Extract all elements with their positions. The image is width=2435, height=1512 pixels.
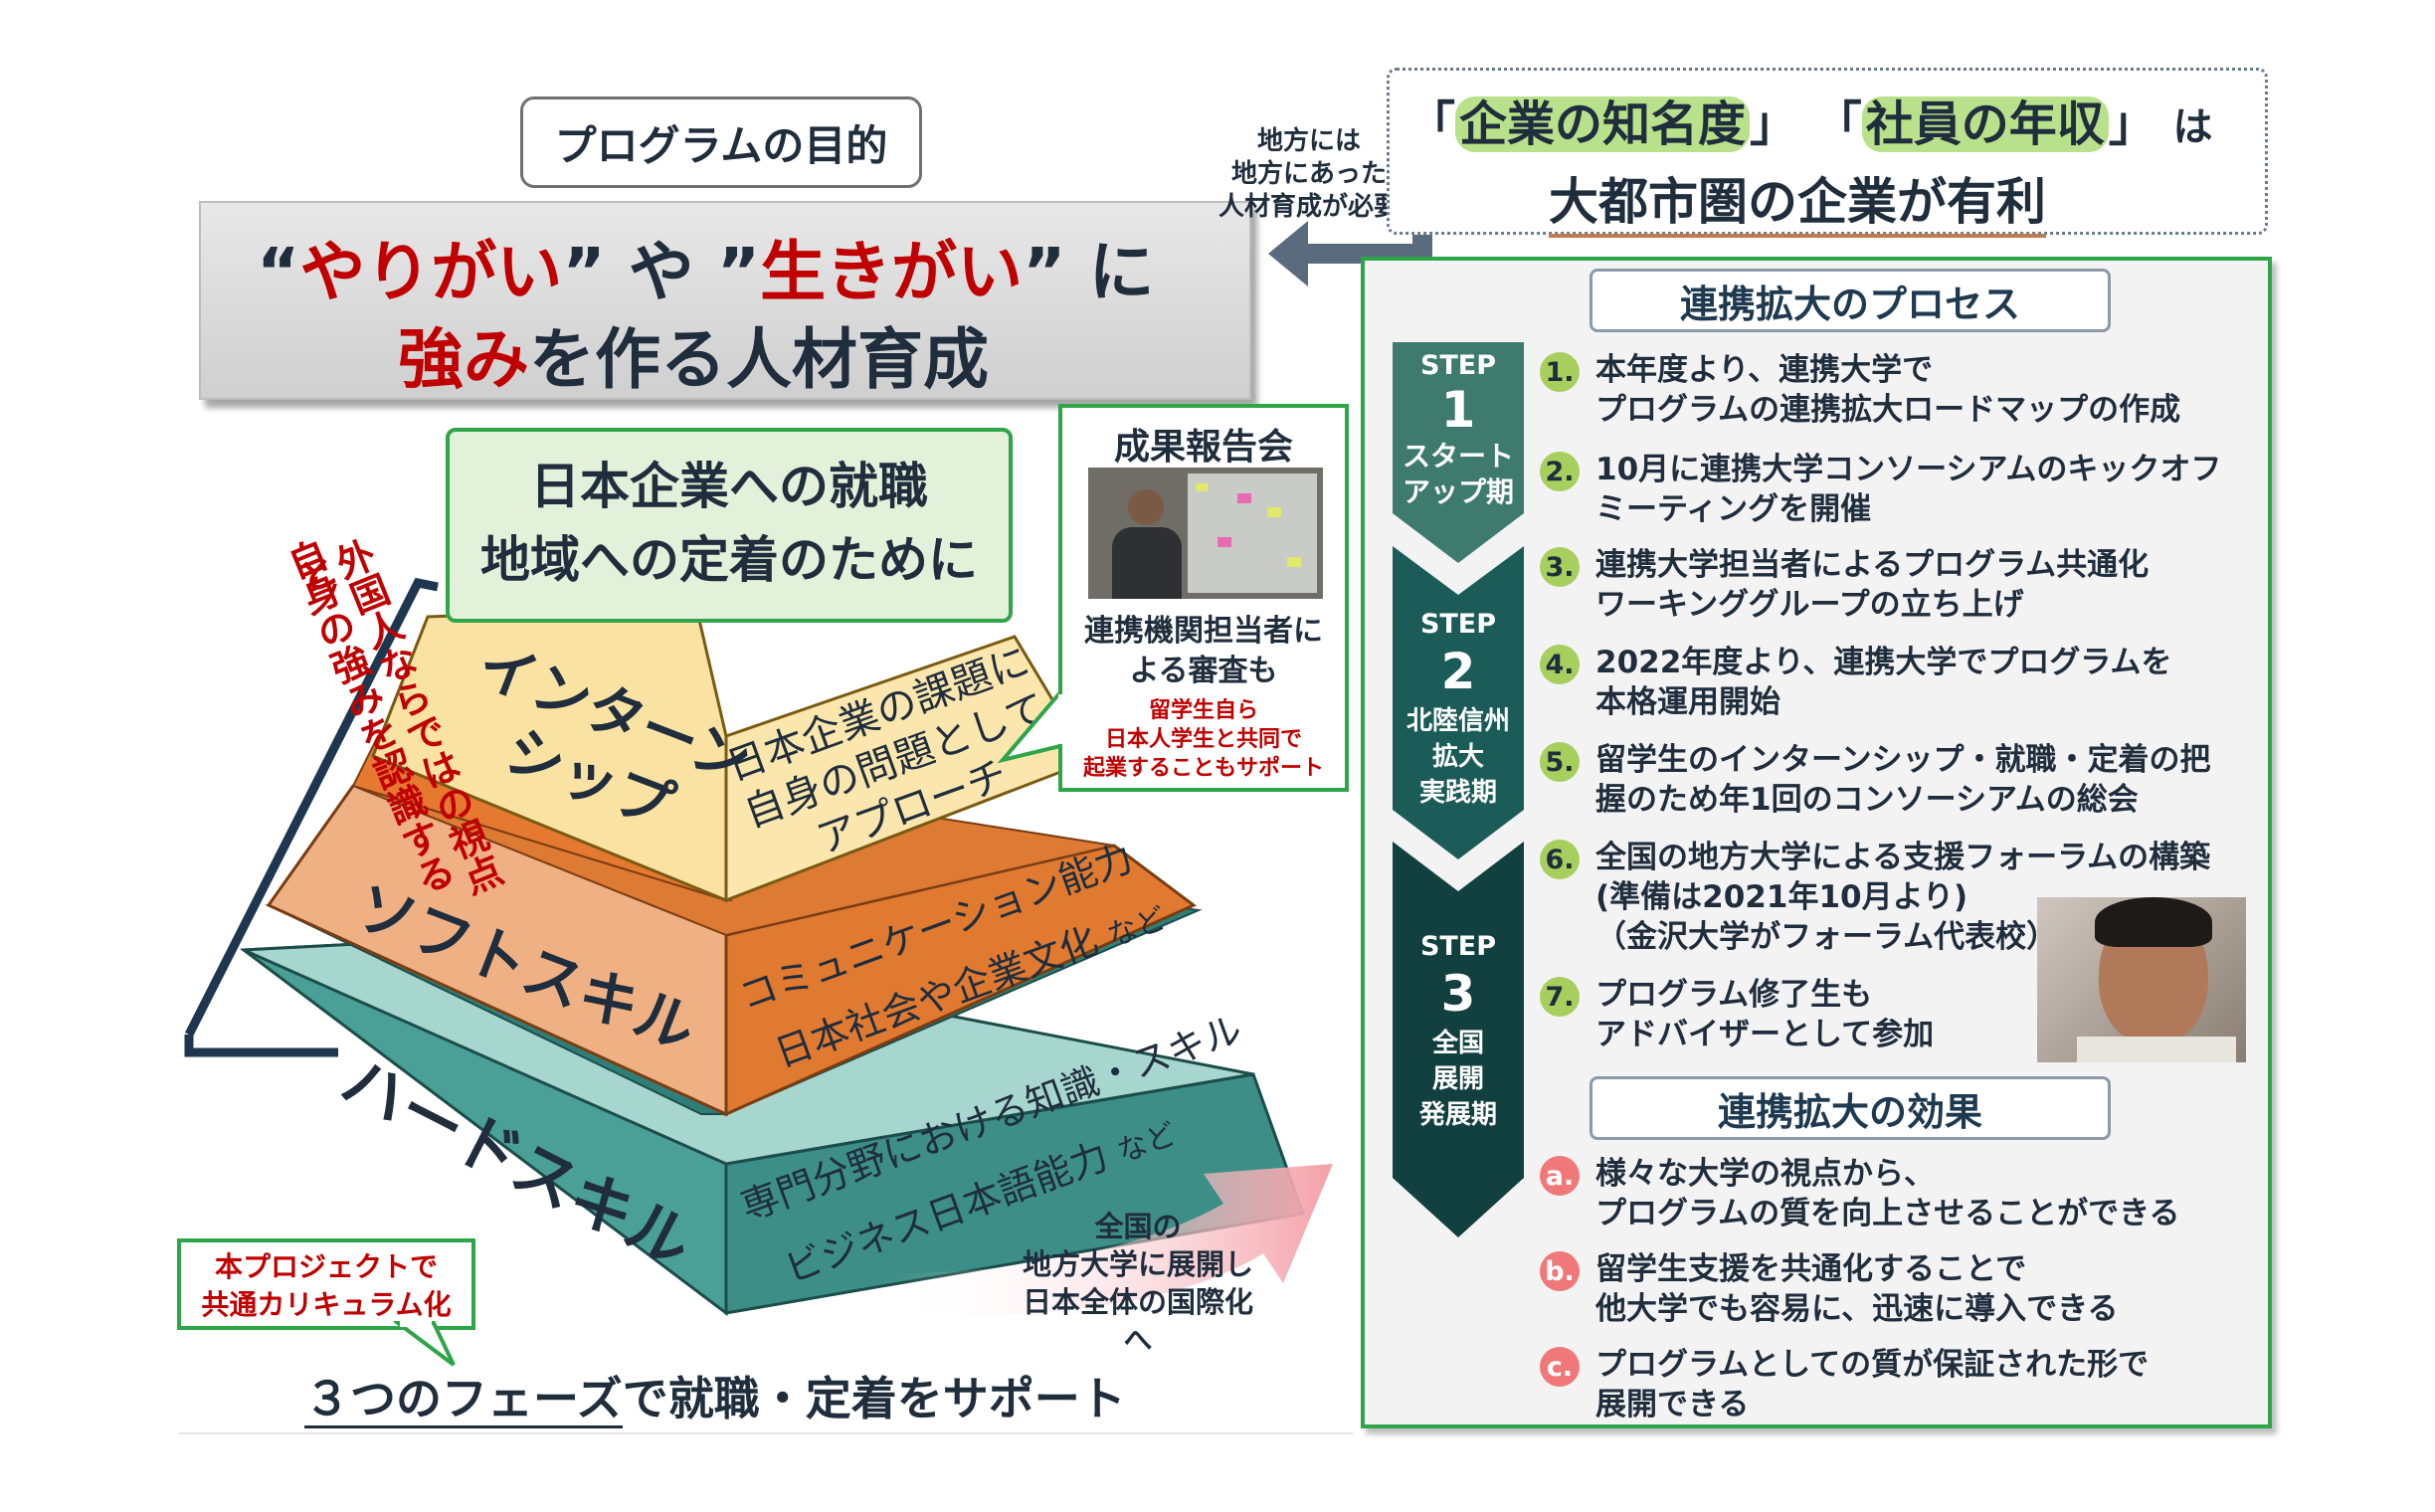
letter-badge: c.: [1540, 1347, 1580, 1387]
keyword-tsuyomi: 強み: [398, 321, 529, 398]
purpose-banner: “やりがい” や ”生きがい” に 強みを作る人材育成: [199, 201, 1251, 400]
nationwide-arrow-icon: [895, 1164, 1333, 1316]
effects-title: 連携拡大の効果: [1590, 1076, 2111, 1140]
report-description: 連携機関担当者による審査も: [1084, 614, 1323, 688]
report-photo: [1088, 468, 1323, 599]
advantage-line-1: 「企業の知名度」 「社員の年収」 は: [1407, 96, 2213, 152]
nationwide-note: 全国の地方大学に展開し日本全体の国際化へ: [1022, 1210, 1253, 1357]
process-title: 連携拡大のプロセス: [1590, 269, 2111, 332]
purpose-label: プログラムの目的: [520, 96, 922, 188]
big-city-advantage-box: 「企業の知名度」 「社員の年収」 は 大都市圏の企業が有利: [1387, 68, 2268, 238]
entrepreneur-support-note: 留学生自ら日本人学生と共同で起業することもサポート: [1082, 698, 1324, 781]
number-badge: 2.: [1540, 452, 1580, 491]
report-callout-tail: [997, 686, 1068, 764]
letter-badge: a.: [1540, 1156, 1580, 1196]
report-meeting-box: 成果報告会 連携機関担当者による審査も 留学生自ら日本人学生と共同で起業すること…: [1058, 404, 1349, 792]
step-2: STEP 2 北陸信州 拡大 実践期: [1405, 609, 1510, 808]
number-badge: 6.: [1540, 840, 1580, 879]
goal-box: 日本企業への就職地域への定着のために: [446, 428, 1013, 623]
regional-arrow-icon: [1268, 149, 1432, 286]
graduate-photo: [2037, 897, 2246, 1062]
report-title: 成果報告会: [1113, 427, 1293, 468]
curriculum-callout-tail: [394, 1321, 456, 1367]
letter-badge: b.: [1540, 1251, 1580, 1291]
number-badge: 7.: [1540, 977, 1580, 1017]
common-curriculum-callout: 本プロジェクトで共通カリキュラム化: [177, 1238, 475, 1330]
regional-note: 地方には地方にあった人材育成が必要: [1218, 126, 1400, 222]
advantage-line-2: 大都市圏の企業が有利: [1549, 162, 2046, 238]
number-badge: 4.: [1540, 645, 1580, 684]
keyword-ikigai: 生きがい: [760, 234, 1024, 310]
step-1: STEP 1 スタート アップ期: [1402, 350, 1514, 508]
phase-bracket: [184, 577, 439, 1057]
keyword-yarigai: やりがい: [299, 234, 563, 310]
bottom-caption: ３つのフェーズで就職・定着をサポート: [304, 1363, 1126, 1428]
number-badge: 5.: [1540, 742, 1580, 782]
number-badge: 1.: [1540, 352, 1580, 392]
pyramid-diagram: [239, 605, 1306, 1317]
number-badge: 3.: [1540, 547, 1580, 587]
step-3: STEP 3 全国 展開 発展期: [1418, 931, 1497, 1130]
banner-line-2: 強みを作る人材育成: [398, 321, 989, 398]
divider-line: [179, 1432, 1353, 1434]
banner-line-1: “やりがい” や ”生きがい” に: [257, 234, 1155, 310]
step-arrows: [1393, 342, 1524, 1237]
